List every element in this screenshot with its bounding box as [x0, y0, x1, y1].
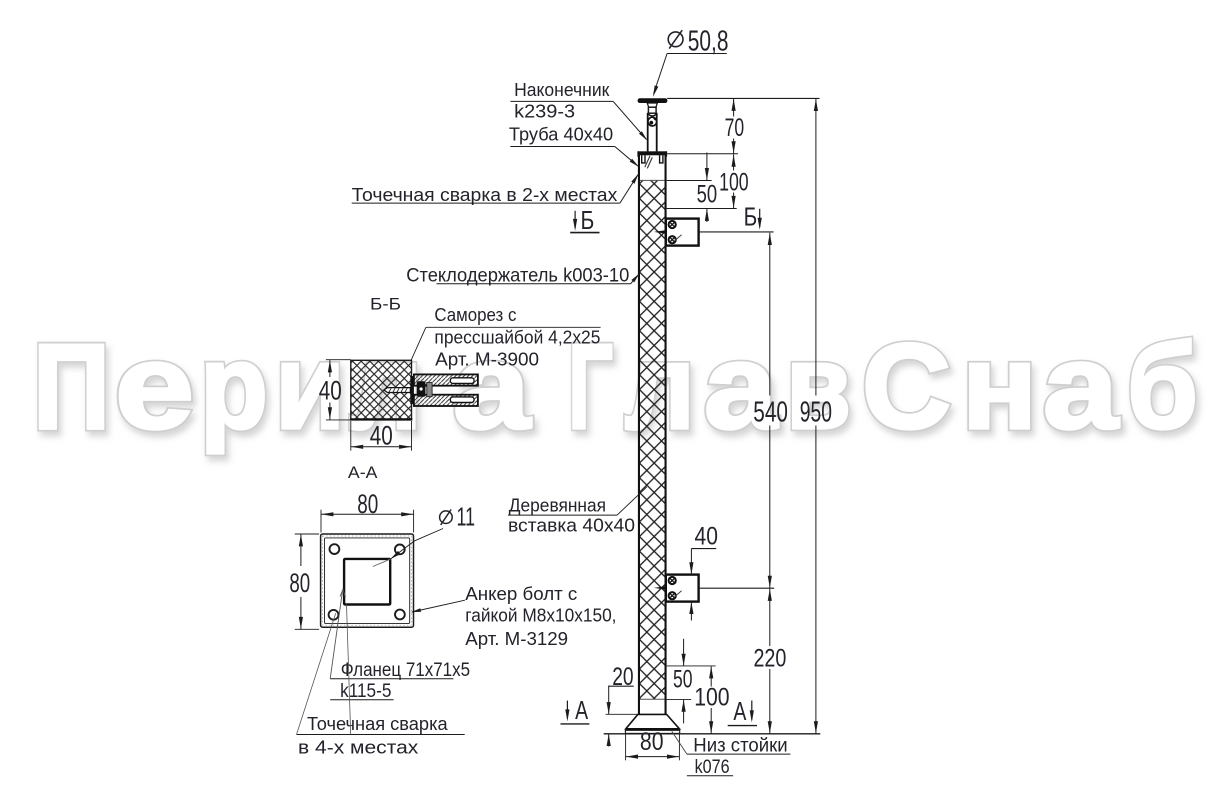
svg-text:k115-5: k115-5	[340, 681, 391, 702]
svg-text:е: е	[115, 318, 194, 454]
svg-text:Точечная сварка в 2-х местах: Точечная сварка в 2-х местах	[352, 185, 618, 205]
svg-text:100: 100	[719, 169, 749, 197]
svg-text:Саморез с: Саморез с	[434, 305, 516, 325]
svg-text:гайкой М8х10х150,: гайкой М8х10х150,	[465, 606, 616, 626]
svg-text:б: б	[1127, 318, 1198, 454]
svg-text:Наконечник: Наконечник	[514, 80, 610, 100]
svg-text:40: 40	[319, 376, 342, 406]
svg-text:Фланец 71х71х5: Фланец 71х71х5	[341, 660, 470, 681]
svg-text:в: в	[786, 318, 851, 454]
svg-text:а: а	[704, 318, 779, 454]
svg-text:Арт. М-3129: Арт. М-3129	[465, 629, 568, 649]
svg-text:Б: Б	[581, 205, 595, 235]
svg-text:220: 220	[753, 645, 786, 673]
svg-text:k076: k076	[695, 757, 730, 778]
svg-text:и: и	[275, 318, 345, 454]
svg-text:Стеклодержатель k003-10: Стеклодержатель k003-10	[406, 265, 629, 287]
svg-text:50: 50	[673, 666, 693, 694]
svg-text:Труба 40х40: Труба 40х40	[509, 124, 613, 144]
svg-text:П: П	[33, 318, 110, 454]
svg-text:11: 11	[457, 502, 476, 532]
svg-text:950: 950	[800, 396, 832, 428]
svg-text:А: А	[575, 695, 588, 725]
svg-text:20: 20	[612, 663, 633, 691]
svg-text:С: С	[862, 318, 951, 454]
svg-text:Низ стойки: Низ стойки	[693, 735, 787, 756]
svg-text:вставка 40х40: вставка 40х40	[508, 516, 635, 536]
svg-text:а: а	[1043, 318, 1120, 454]
svg-text:е: е	[115, 318, 194, 454]
svg-text:Арт. М-3900: Арт. М-3900	[435, 349, 539, 369]
svg-text:Б-Б: Б-Б	[370, 295, 401, 314]
svg-text:прессшайбой 4,2х25: прессшайбой 4,2х25	[434, 328, 600, 348]
svg-text:Г: Г	[568, 318, 613, 454]
svg-text:а: а	[704, 318, 779, 454]
svg-text:k239-3: k239-3	[514, 102, 575, 122]
svg-text:40: 40	[370, 421, 393, 451]
svg-text:70: 70	[725, 114, 745, 142]
svg-text:Точечная сварка: Точечная сварка	[307, 714, 448, 734]
svg-text:40: 40	[695, 523, 718, 551]
svg-text:80: 80	[289, 568, 310, 598]
svg-text:и: и	[275, 318, 345, 454]
svg-text:р: р	[200, 318, 268, 454]
svg-text:Г: Г	[568, 318, 613, 454]
svg-text:Деревянная: Деревянная	[509, 495, 606, 515]
svg-text:С: С	[862, 318, 951, 454]
svg-text:80: 80	[357, 489, 378, 519]
svg-text:50,8: 50,8	[688, 26, 729, 58]
svg-text:50: 50	[697, 181, 718, 209]
svg-text:б: б	[1127, 318, 1198, 454]
svg-text:в 4-х местах: в 4-х местах	[298, 737, 418, 757]
svg-text:100: 100	[694, 683, 729, 711]
svg-text:р: р	[200, 318, 268, 454]
svg-text:а: а	[1043, 318, 1120, 454]
svg-text:Б: Б	[744, 202, 758, 232]
svg-text:в: в	[786, 318, 851, 454]
svg-text:80: 80	[640, 728, 664, 756]
svg-text:П: П	[33, 318, 110, 454]
svg-text:н: н	[962, 318, 1037, 454]
svg-text:540: 540	[753, 396, 788, 428]
svg-text:Анкер болт с: Анкер болт с	[465, 584, 577, 604]
svg-text:н: н	[962, 318, 1037, 454]
svg-text:А: А	[733, 696, 746, 726]
svg-text:А-А: А-А	[348, 463, 378, 482]
